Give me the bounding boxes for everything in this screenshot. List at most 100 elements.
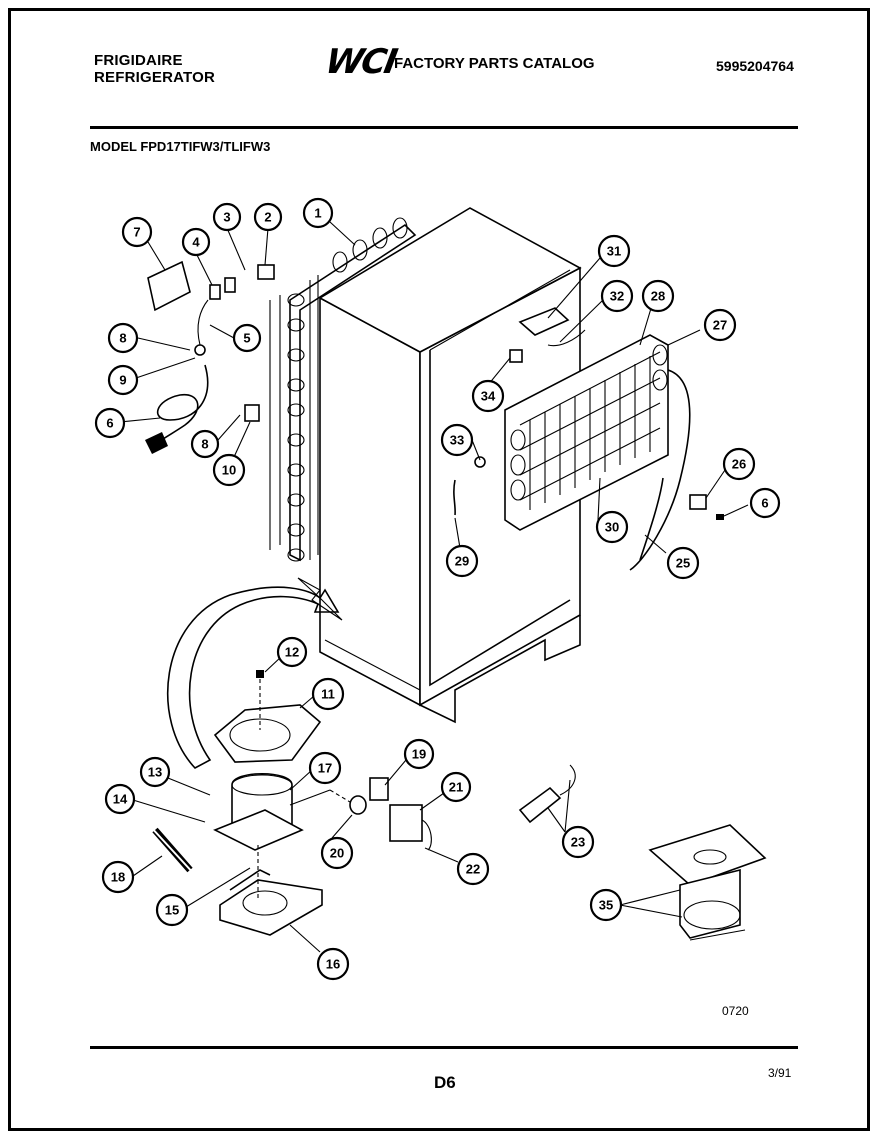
condenser-fan-motor — [648, 824, 767, 941]
page-number: D6 — [434, 1073, 456, 1092]
svg-text:21: 21 — [449, 780, 463, 795]
svg-text:31: 31 — [607, 244, 621, 259]
callout-28: 28 — [641, 279, 675, 313]
svg-text:33: 33 — [450, 433, 464, 448]
callout-14: 14 — [104, 783, 136, 815]
filter-drier — [149, 825, 196, 876]
svg-text:28: 28 — [651, 289, 665, 304]
svg-text:8: 8 — [119, 331, 126, 346]
revision-date: 3/91 — [768, 1066, 792, 1080]
svg-text:22: 22 — [466, 862, 480, 877]
capillary-tube — [639, 477, 664, 561]
svg-text:30: 30 — [605, 520, 619, 535]
callout-33: 33 — [440, 423, 474, 457]
svg-text:19: 19 — [412, 747, 426, 762]
callout-11: 11 — [311, 677, 345, 711]
model-number: MODEL FPD17TIFW3/TLIFW3 — [90, 139, 271, 154]
callout-29: 29 — [445, 544, 479, 578]
callout-4: 4 — [181, 227, 211, 257]
callout-20: 20 — [320, 836, 354, 870]
svg-text:4: 4 — [192, 235, 200, 250]
figure-code: 0720 — [722, 1004, 749, 1018]
callout-21: 21 — [440, 771, 472, 803]
suction-line — [629, 369, 691, 571]
svg-text:20: 20 — [330, 846, 344, 861]
callout-5: 5 — [232, 323, 262, 353]
svg-text:16: 16 — [326, 957, 340, 972]
svg-text:6: 6 — [761, 496, 768, 511]
svg-text:13: 13 — [148, 765, 162, 780]
svg-text:11: 11 — [321, 687, 335, 702]
svg-text:2: 2 — [264, 210, 271, 225]
compressor-mount-bracket — [219, 845, 323, 936]
callout-6a: 6 — [94, 407, 126, 439]
svg-text:7: 7 — [133, 225, 140, 240]
svg-text:6: 6 — [106, 416, 113, 431]
callout-12: 12 — [276, 636, 308, 668]
svg-text:18: 18 — [111, 870, 125, 885]
callout-19: 19 — [403, 738, 435, 770]
arrow-head — [297, 577, 343, 621]
callout-32: 32 — [600, 279, 634, 313]
svg-text:5: 5 — [243, 331, 250, 346]
footer-rule — [90, 1046, 798, 1049]
brand-line-1: FRIGIDAIRE — [94, 52, 183, 69]
svg-text:9: 9 — [119, 373, 126, 388]
callout-9: 9 — [107, 364, 139, 396]
power-cord — [145, 364, 209, 454]
svg-text:27: 27 — [713, 318, 727, 333]
callout-23: 23 — [561, 825, 595, 859]
callout-15: 15 — [155, 893, 189, 927]
svg-text:35: 35 — [599, 898, 613, 913]
svg-text:12: 12 — [285, 645, 299, 660]
svg-text:17: 17 — [318, 761, 332, 776]
svg-text:26: 26 — [732, 457, 746, 472]
callout-13: 13 — [139, 756, 171, 788]
callout-6b: 6 — [749, 487, 781, 519]
evaporator-coil — [504, 334, 669, 531]
callout-35: 35 — [589, 888, 623, 922]
thermostat-components — [453, 307, 586, 516]
callout-27: 27 — [703, 308, 737, 342]
callout-30: 30 — [595, 510, 629, 544]
callout-8a: 8 — [107, 322, 139, 354]
callout-1: 1 — [302, 197, 334, 229]
svg-text:29: 29 — [455, 554, 469, 569]
callout-34: 34 — [471, 379, 505, 413]
svg-text:23: 23 — [571, 835, 585, 850]
callout-3: 3 — [212, 202, 242, 232]
svg-text:25: 25 — [676, 556, 690, 571]
svg-text:32: 32 — [610, 289, 624, 304]
callout-16: 16 — [316, 947, 350, 981]
condenser-coil — [269, 217, 417, 562]
relay-overload-assembly — [349, 777, 432, 851]
callout-10: 10 — [212, 453, 246, 487]
callout-18: 18 — [101, 860, 135, 894]
defrost-heater-clip — [689, 494, 724, 520]
callout-2: 2 — [253, 202, 283, 232]
svg-text:14: 14 — [113, 792, 128, 807]
callout-8b: 8 — [190, 429, 220, 459]
compressor — [213, 772, 356, 851]
catalog-part-number: 5995204764 — [716, 58, 794, 74]
cabinet-body — [318, 207, 582, 724]
assembly-arrow — [167, 586, 340, 769]
svg-text:3: 3 — [223, 210, 230, 225]
callout-26: 26 — [722, 447, 756, 481]
start-capacitor — [518, 764, 576, 824]
page-frame — [8, 8, 870, 1131]
svg-text:34: 34 — [481, 389, 496, 404]
catalog-title: FACTORY PARTS CATALOG — [394, 55, 595, 72]
callout-31: 31 — [597, 234, 631, 268]
svg-text:8: 8 — [201, 437, 208, 452]
svg-text:1: 1 — [314, 206, 321, 221]
svg-text:15: 15 — [165, 903, 179, 918]
callout-25: 25 — [666, 546, 700, 580]
brand-block: FRIGIDAIRE REFRIGERATOR — [94, 52, 215, 86]
callout-7: 7 — [121, 216, 153, 248]
brand-line-2: REFRIGERATOR — [94, 69, 216, 86]
control-bracket — [147, 260, 275, 422]
svg-text:10: 10 — [222, 463, 236, 478]
drain-pan — [213, 670, 322, 763]
